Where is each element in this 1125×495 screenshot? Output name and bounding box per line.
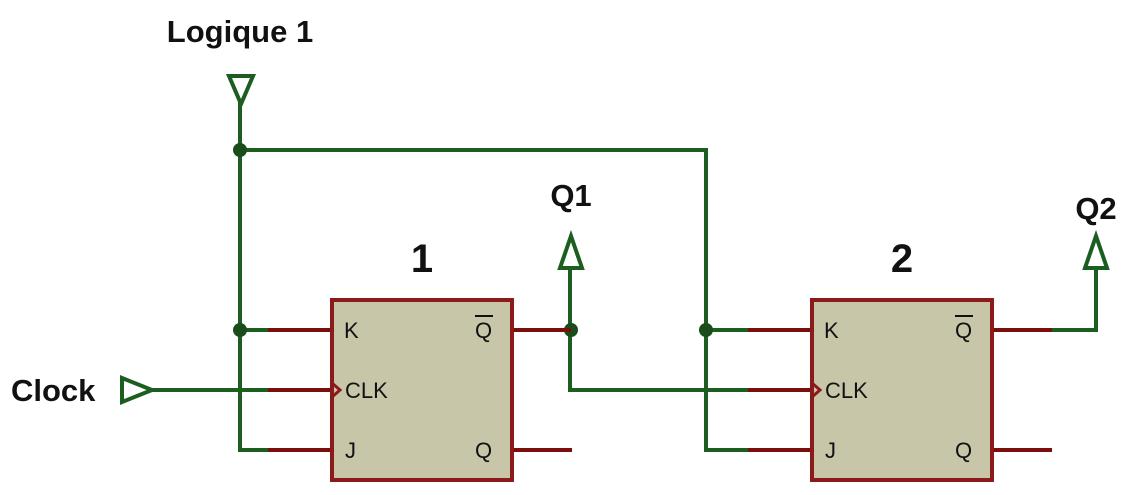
q1-terminal-icon (557, 229, 585, 270)
ff2-qbar-label: Q (955, 318, 972, 343)
junction-dot (699, 323, 713, 337)
ff2-k-label: K (824, 318, 839, 343)
ff1-qbar-label: Q (475, 318, 492, 343)
ff2-q-label: Q (955, 438, 972, 463)
logic-one-label: Logique 1 (167, 14, 313, 49)
flipflop-1: 1 K CLK J Q Q (330, 237, 514, 482)
flipflop-1-number: 1 (411, 237, 433, 281)
ff2-clk-label: CLK (825, 378, 868, 403)
flipflop-1-body (330, 298, 514, 482)
pin-leads (268, 328, 1052, 452)
flipflop-2-body (810, 298, 994, 482)
ff1-k-label: K (344, 318, 359, 343)
clock-terminal-icon (120, 375, 158, 405)
q1-label: Q1 (550, 178, 591, 213)
flipflop-2-number: 2 (891, 237, 913, 281)
q2-terminal-icon (1082, 229, 1110, 270)
ff1-j-label: J (345, 438, 356, 463)
junction-dot (233, 323, 247, 337)
wire-q2 (1050, 266, 1098, 332)
q2-label: Q2 (1075, 191, 1116, 226)
wire-logic1-to-ff2 (238, 148, 708, 452)
terminals (120, 74, 1110, 405)
logic1-terminal-icon (225, 74, 257, 110)
clock-edge-icon (331, 381, 343, 399)
flipflop-2: 2 K CLK J Q Q (810, 237, 994, 482)
junction-dot (233, 143, 247, 157)
ff1-clk-label: CLK (345, 378, 388, 403)
ff1-q-label: Q (475, 438, 492, 463)
clock-label: Clock (11, 373, 96, 408)
clock-edge-icon (811, 381, 823, 399)
wires (150, 101, 1098, 452)
ff2-j-label: J (825, 438, 836, 463)
